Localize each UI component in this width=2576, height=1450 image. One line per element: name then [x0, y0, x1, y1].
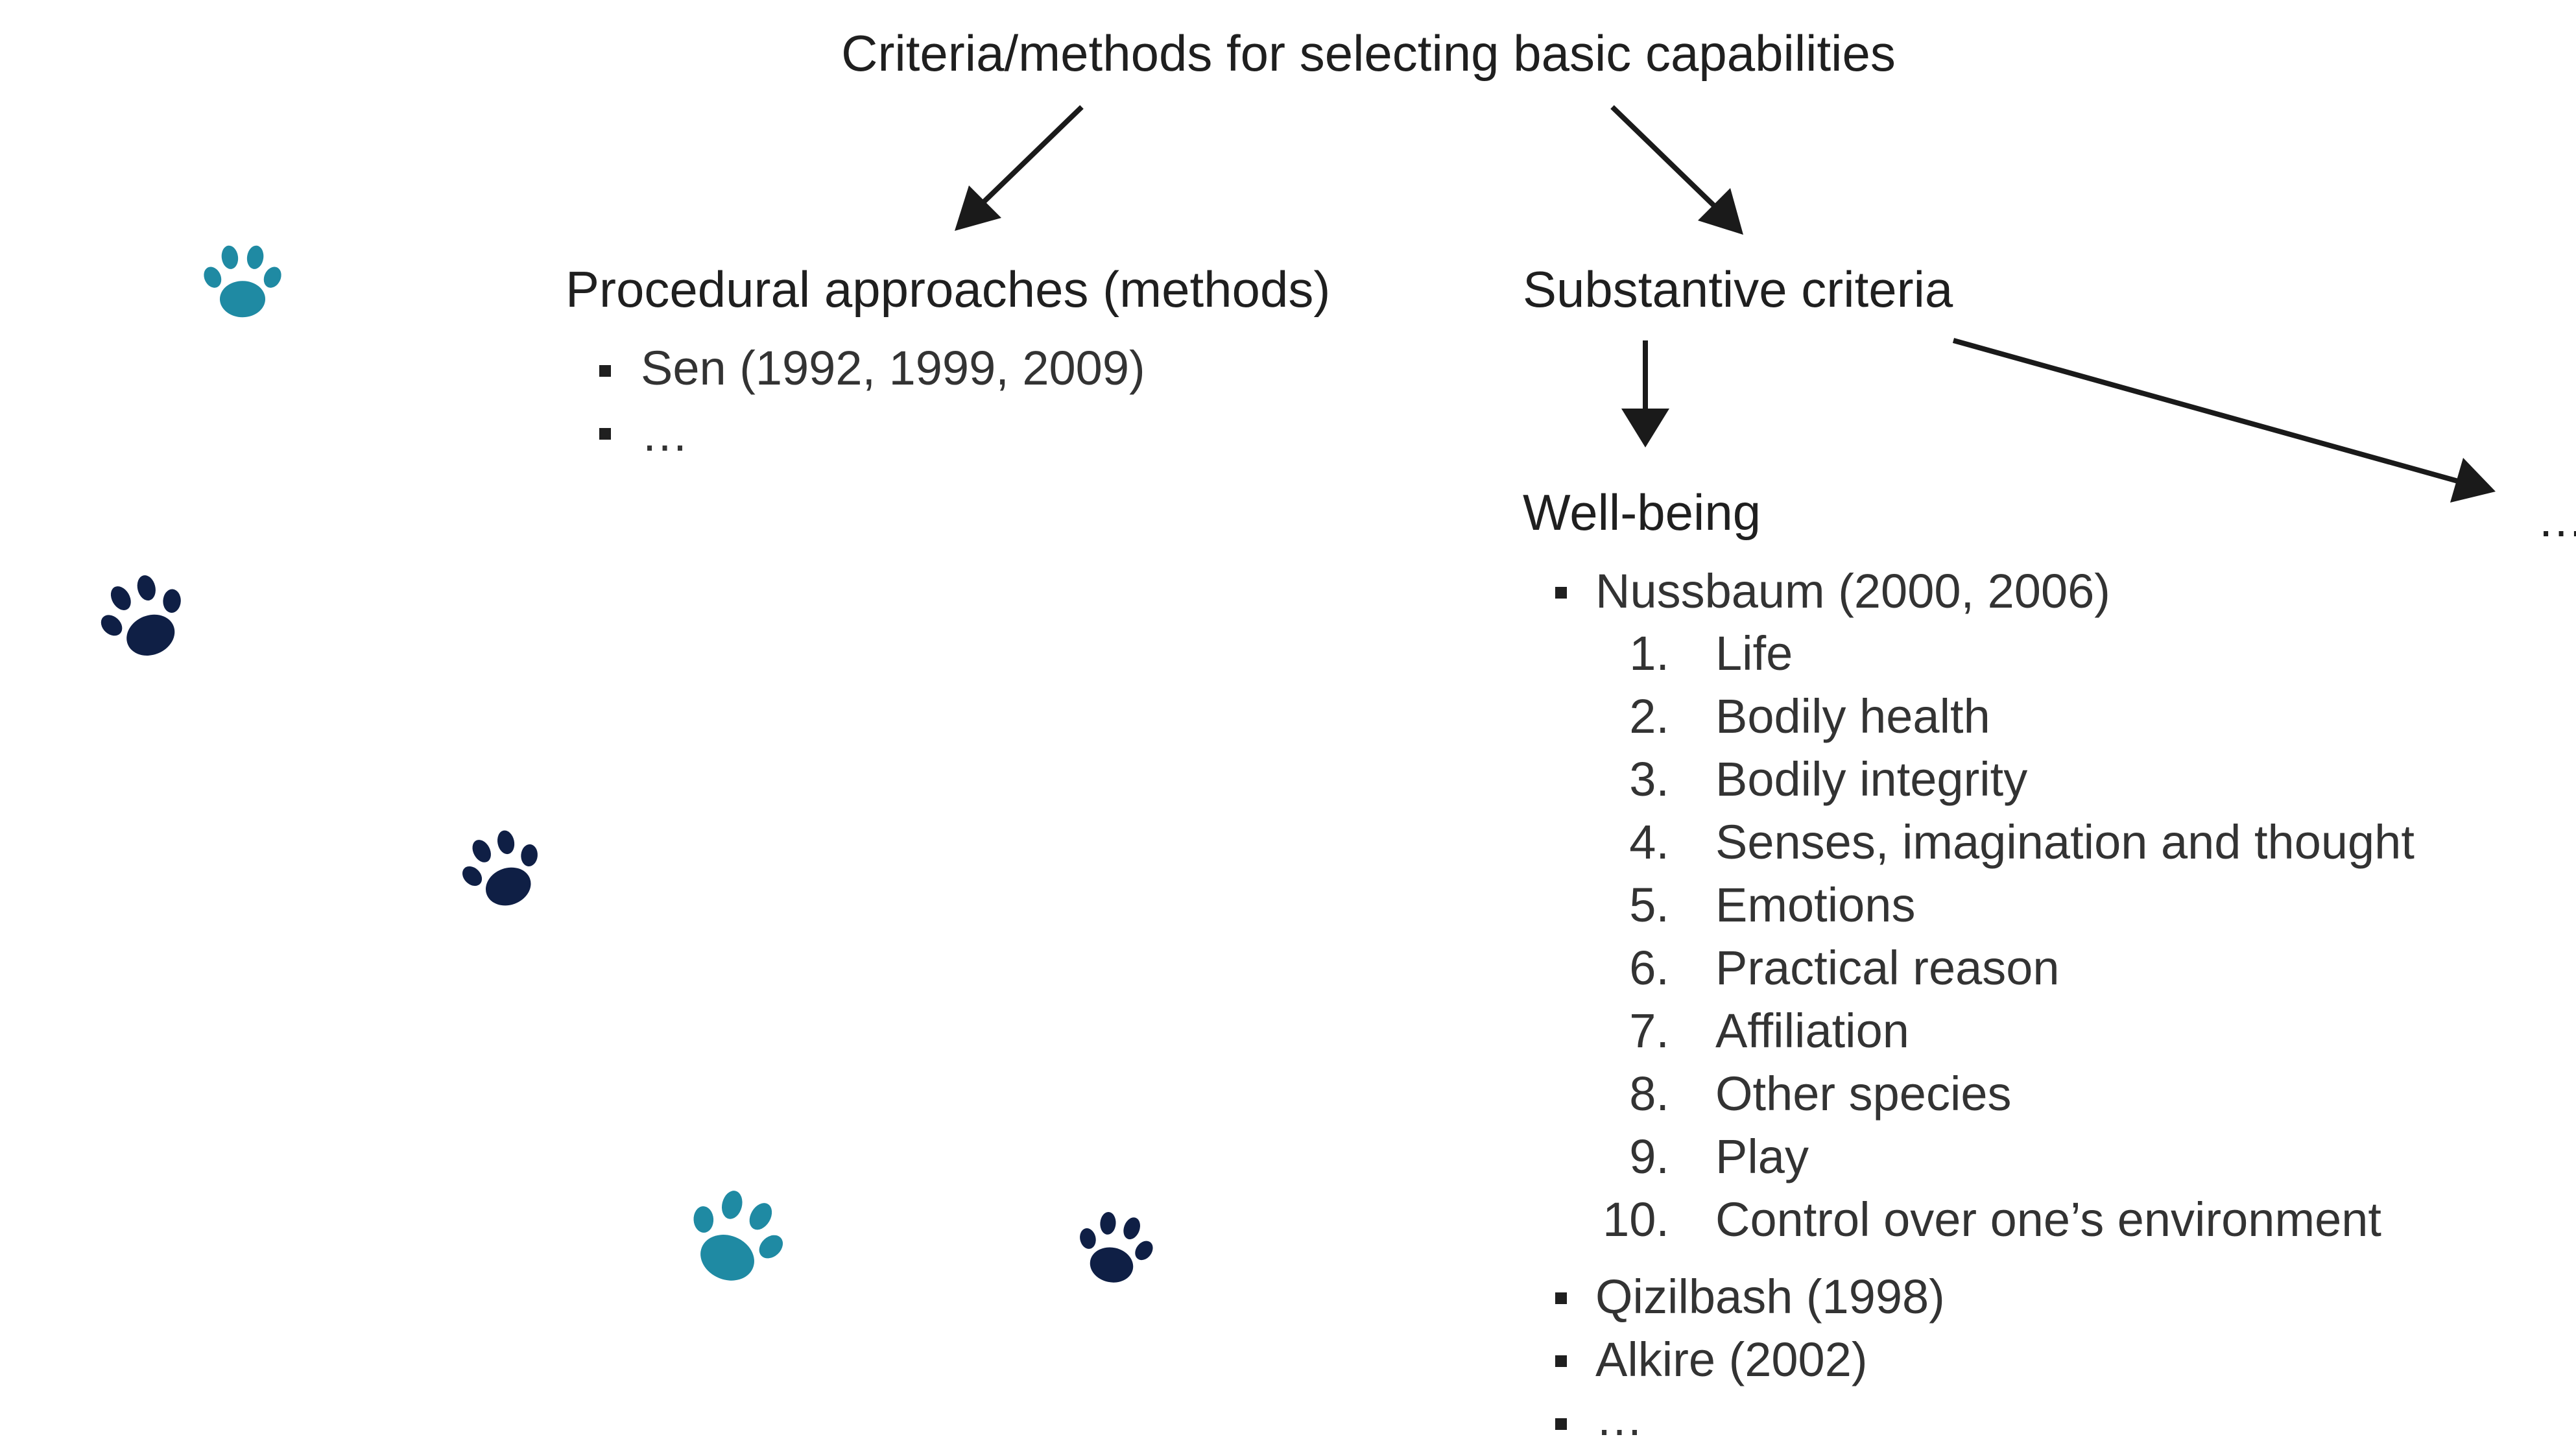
- paw-print-icon: [693, 1191, 783, 1281]
- bullet-marker: [599, 428, 611, 440]
- capability-number: 6.: [1629, 941, 1669, 995]
- capability-label: Life: [1715, 626, 1793, 680]
- bullet-marker: [1555, 1355, 1567, 1367]
- substantive-heading: Substantive criteria: [1523, 261, 1953, 318]
- capability-label: Play: [1715, 1130, 1809, 1183]
- arrow-to-substantive: [1610, 105, 1743, 235]
- capability-number: 10.: [1603, 1193, 1669, 1246]
- capability-label: Control over one’s environment: [1715, 1193, 2381, 1246]
- capability-number: 3.: [1629, 752, 1669, 806]
- capability-label: Bodily health: [1715, 689, 1990, 743]
- capability-label: Emotions: [1715, 878, 1916, 932]
- bullet-marker: [599, 365, 611, 377]
- arrow-to-more: [1952, 338, 2496, 503]
- arrow-to-wellbeing: [1621, 340, 1669, 447]
- capability-number: 1.: [1629, 626, 1669, 680]
- nussbaum-reference: Nussbaum (2000, 2006): [1595, 564, 2110, 618]
- diagram-title: Criteria/methods for selecting basic cap…: [841, 25, 1896, 82]
- substantive-more: …: [2537, 489, 2576, 551]
- capability-number: 7.: [1629, 1004, 1669, 1058]
- capability-label: Senses, imagination and thought: [1715, 815, 2415, 869]
- paw-print-icon: [1080, 1212, 1153, 1283]
- paw-print-icon: [101, 575, 181, 656]
- bullet-marker: [1555, 1292, 1567, 1304]
- capability-number: 5.: [1629, 878, 1669, 932]
- paw-print-icon: [204, 245, 281, 318]
- capability-number: 2.: [1629, 689, 1669, 743]
- wellbeing-reference: Qizilbash (1998): [1595, 1270, 1945, 1324]
- procedural-heading: Procedural approaches (methods): [566, 261, 1331, 318]
- capability-label: Other species: [1715, 1067, 2012, 1121]
- capability-number: 8.: [1629, 1067, 1669, 1121]
- wellbeing-reference: …: [1595, 1392, 1643, 1445]
- capability-label: Affiliation: [1715, 1004, 1909, 1058]
- paw-print-icon: [462, 830, 538, 906]
- capability-number: 4.: [1629, 815, 1669, 869]
- wellbeing-reference: Alkire (2002): [1595, 1333, 1868, 1386]
- bullet-marker: [1555, 587, 1567, 599]
- procedural-item: Sen (1992, 1999, 2009): [641, 341, 1145, 395]
- wellbeing-heading: Well-being: [1523, 484, 1761, 541]
- arrow-to-procedural: [955, 105, 1084, 231]
- capability-number: 9.: [1629, 1130, 1669, 1183]
- capability-label: Practical reason: [1715, 941, 2060, 995]
- capability-label: Bodily integrity: [1715, 752, 2028, 806]
- bullet-marker: [1555, 1418, 1567, 1430]
- procedural-item: …: [641, 407, 689, 461]
